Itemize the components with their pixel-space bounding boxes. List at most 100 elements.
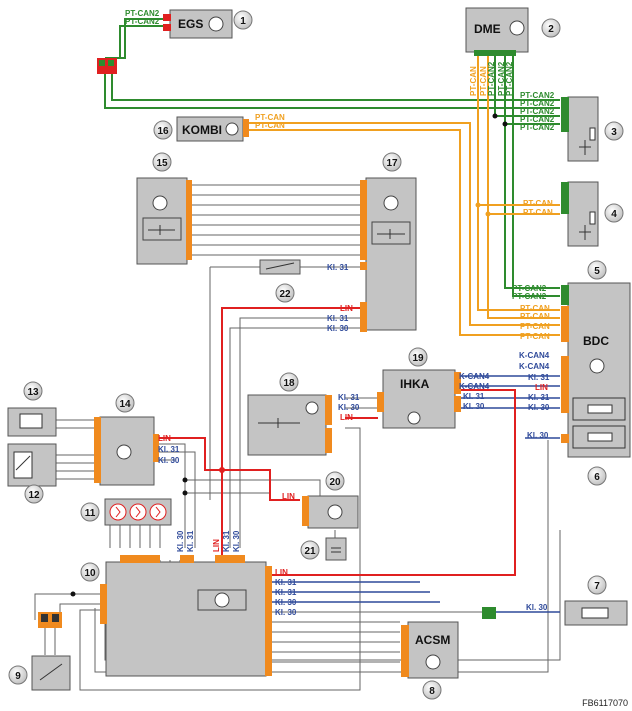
ecu-icon [407, 411, 421, 425]
svg-text:21: 21 [304, 546, 316, 557]
bdc-pt-can2-label-2: PT-CAN2 [512, 292, 547, 301]
kombi-pt-can-label-1: PT-CAN [255, 113, 285, 122]
module-10[interactable] [100, 555, 272, 677]
number-11: 11 [80, 502, 100, 522]
bdc-pt-can-label-4: PT-CAN [520, 332, 550, 341]
module-3[interactable] [561, 96, 599, 162]
number-15: 15 [152, 152, 172, 172]
svg-text:19: 19 [412, 353, 424, 364]
pt-can2-wires [104, 18, 560, 297]
egs-label: EGS [178, 17, 203, 31]
egs-connector [97, 58, 117, 74]
svg-text:17: 17 [386, 158, 398, 169]
m10-kl31-label-1: Kl. 31 [275, 578, 297, 587]
bdc-kl30-label-2: Kl. 30 [527, 431, 549, 440]
bdc-pt-can2-label-1: PT-CAN2 [512, 284, 547, 293]
svg-text:15: 15 [156, 158, 168, 169]
bdc-label: BDC [583, 334, 609, 348]
number-labels: 1 2 3 4 5 6 7 8 9 10 11 12 13 14 15 16 1… [8, 10, 624, 700]
svg-text:18: 18 [283, 378, 295, 389]
ihka-module[interactable]: IHKA [377, 369, 461, 429]
egs-pt-can2-label-2: PT-CAN2 [125, 17, 160, 26]
module-13[interactable] [7, 407, 57, 437]
svg-text:2: 2 [548, 24, 554, 35]
module-14[interactable] [94, 416, 159, 486]
ihka-label: IHKA [400, 377, 430, 391]
module-7[interactable] [482, 600, 628, 626]
egs-pt-can2-label-1: PT-CAN2 [125, 9, 160, 18]
module-9[interactable] [31, 612, 71, 691]
number-1: 1 [233, 10, 253, 30]
m17-kl31-label-1: Kl. 31 [327, 263, 349, 272]
m10-kl30-label-2: Kl. 30 [275, 608, 297, 617]
egs-module[interactable]: EGS [163, 9, 233, 39]
module-12[interactable] [7, 443, 57, 487]
ecu-icon [152, 195, 168, 211]
m14-kl31-label: Kl. 31 [158, 445, 180, 454]
ecu-icon [225, 122, 239, 136]
acsm-label: ACSM [415, 633, 450, 647]
module-17[interactable] [360, 177, 417, 332]
acsm-module[interactable]: ACSM [401, 621, 459, 679]
ecu-icon [305, 401, 319, 415]
svg-text:4: 4 [611, 209, 617, 220]
svg-text:6: 6 [594, 472, 600, 483]
ecu-icon [509, 20, 525, 36]
dme-label: DME [474, 22, 501, 36]
svg-text:8: 8 [429, 686, 435, 697]
m3-pt-can2-label-1: PT-CAN2 [520, 91, 555, 100]
svg-text:12: 12 [28, 490, 40, 501]
m10-lin-label-top: LIN [212, 539, 221, 552]
m17-kl30-label: Kl. 30 [327, 324, 349, 333]
svg-text:16: 16 [157, 126, 169, 137]
bdc-kl31-label-2: Kl. 31 [528, 393, 550, 402]
bdc-pt-can-label-1: PT-CAN [520, 304, 550, 313]
m10-kl30-label-top-2: Kl. 30 [232, 530, 241, 552]
svg-text:1: 1 [240, 16, 246, 27]
kombi-module[interactable]: KOMBI [176, 116, 249, 142]
ecu-icon [425, 654, 441, 670]
kombi-label: KOMBI [182, 123, 222, 137]
ihka-kl30-label: Kl. 30 [463, 402, 485, 411]
number-13: 13 [23, 381, 43, 401]
m14-lin-label: LIN [158, 434, 171, 443]
number-17: 17 [382, 152, 402, 172]
number-18: 18 [279, 372, 299, 392]
figure-code: FB6117070 [582, 698, 628, 708]
bdc-module[interactable]: BDC [561, 282, 631, 458]
ecu-icon [589, 358, 605, 374]
m3-pt-can2-label-5: PT-CAN2 [520, 123, 555, 132]
number-8: 8 [422, 680, 442, 700]
ecu-icon [327, 504, 343, 520]
number-12: 12 [24, 484, 44, 504]
m17-lin-label: LIN [340, 304, 353, 313]
dme-pt-can2-label-1: PT-CAN2 [487, 61, 496, 96]
dme-module[interactable]: DME [465, 7, 529, 56]
m7-kl30-label: Kl. 30 [526, 603, 548, 612]
m10-kl31-label-2: Kl. 31 [275, 588, 297, 597]
m4-pt-can-label-1: PT-CAN [523, 199, 553, 208]
svg-text:13: 13 [27, 387, 39, 398]
bdc-pt-can-label-2: PT-CAN [520, 312, 550, 321]
svg-text:11: 11 [85, 508, 96, 519]
number-20: 20 [325, 471, 345, 491]
module-15[interactable] [136, 177, 192, 265]
bdc-k-can4-label-2: K-CAN4 [519, 362, 550, 371]
module-18[interactable] [247, 394, 332, 456]
lin-wires [153, 307, 516, 576]
number-6: 6 [587, 466, 607, 486]
module-11[interactable] [104, 498, 172, 526]
svg-text:9: 9 [15, 671, 21, 682]
bdc-kl31-label: Kl. 31 [528, 373, 550, 382]
dme-pt-can2-label-2: PT-CAN2 [497, 61, 506, 96]
module-20[interactable] [302, 495, 359, 529]
m10-lin-label: LIN [275, 568, 288, 577]
ecu-icon [208, 16, 224, 32]
number-16: 16 [153, 120, 173, 140]
module-4[interactable] [561, 181, 599, 247]
number-9: 9 [8, 665, 28, 685]
m10-kl30-label-1: Kl. 30 [275, 598, 297, 607]
svg-text:22: 22 [279, 289, 291, 300]
number-14: 14 [115, 393, 135, 413]
svg-text:14: 14 [119, 399, 131, 410]
